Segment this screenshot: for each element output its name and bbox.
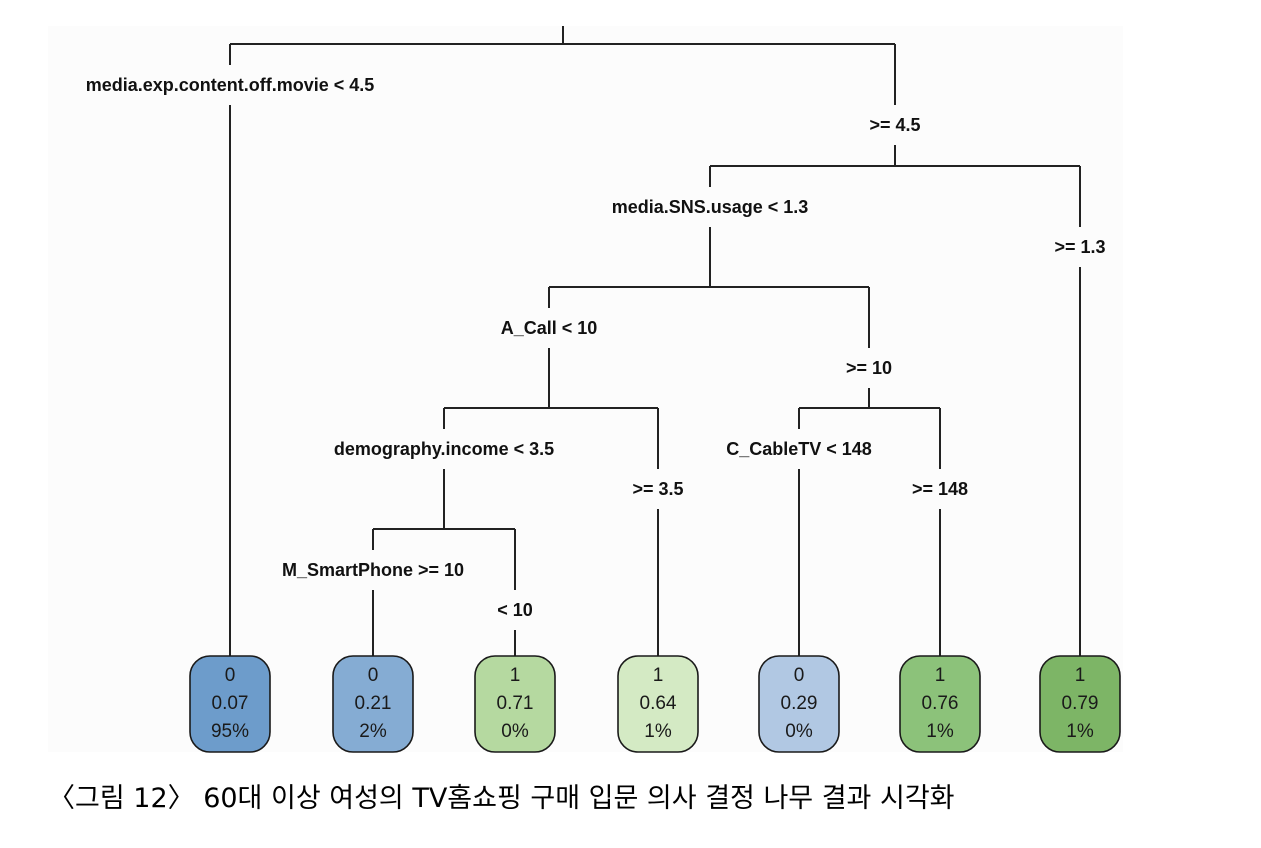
- leaf-percent: 95%: [211, 721, 249, 742]
- split-label-yes: M_SmartPhone >= 10: [282, 560, 464, 580]
- leaf-nodes: 0 0.07 95% 0 0.21 2% 1 0.71 0% 1 0.64 1% 0 0.29 0% 1 0.7…: [189, 655, 1121, 753]
- split-label-no: >= 1.3: [1054, 237, 1105, 257]
- leaf-class: 0: [368, 665, 379, 686]
- leaf-node: 1 0.76 1%: [899, 655, 981, 753]
- leaf-node: 0 0.21 2%: [332, 655, 414, 753]
- split-label-yes: media.SNS.usage < 1.3: [612, 197, 809, 217]
- leaf-box: [332, 655, 414, 753]
- tree-edges: [229, 26, 1081, 656]
- split-label-no: >= 4.5: [869, 115, 920, 135]
- leaf-box: [1039, 655, 1121, 753]
- leaf-probability: 0.21: [355, 693, 392, 714]
- split-label-no: < 10: [497, 600, 533, 620]
- split-label-yes: demography.income < 3.5: [334, 439, 554, 459]
- leaf-class: 1: [510, 665, 521, 686]
- split-label-no: >= 148: [912, 479, 968, 499]
- leaf-probability: 0.71: [497, 693, 534, 714]
- split-label-yes: C_CableTV < 148: [726, 439, 872, 459]
- split-label-no: >= 10: [846, 358, 892, 378]
- leaf-node: 1 0.71 0%: [474, 655, 556, 753]
- figure-caption: 〈그림 12〉 60대 이상 여성의 TV홈쇼핑 구매 입문 의사 결정 나무 …: [48, 783, 955, 814]
- leaf-box: [189, 655, 271, 753]
- leaf-class: 1: [653, 665, 664, 686]
- leaf-percent: 0%: [501, 721, 529, 742]
- leaf-percent: 2%: [359, 721, 387, 742]
- leaf-class: 0: [225, 665, 236, 686]
- leaf-box: [474, 655, 556, 753]
- split-label-no: >= 3.5: [632, 479, 683, 499]
- split-label-yes: A_Call < 10: [501, 318, 598, 338]
- leaf-class: 0: [794, 665, 805, 686]
- leaf-probability: 0.64: [640, 693, 677, 714]
- leaf-node: 0 0.07 95%: [189, 655, 271, 753]
- leaf-box: [617, 655, 699, 753]
- leaf-percent: 1%: [644, 721, 672, 742]
- plot-background: [48, 26, 1123, 752]
- leaf-box: [899, 655, 981, 753]
- leaf-percent: 1%: [926, 721, 954, 742]
- leaf-probability: 0.29: [781, 693, 818, 714]
- split-label-yes: media.exp.content.off.movie < 4.5: [86, 75, 375, 95]
- leaf-probability: 0.79: [1062, 693, 1099, 714]
- leaf-node: 1 0.79 1%: [1039, 655, 1121, 753]
- leaf-node: 0 0.29 0%: [758, 655, 840, 753]
- leaf-node: 1 0.64 1%: [617, 655, 699, 753]
- split-labels: media.exp.content.off.movie < 4.5 >= 4.5 m…: [86, 75, 1106, 620]
- leaf-probability: 0.76: [922, 693, 959, 714]
- leaf-class: 1: [1075, 665, 1086, 686]
- leaf-percent: 1%: [1066, 721, 1094, 742]
- leaf-box: [758, 655, 840, 753]
- leaf-class: 1: [935, 665, 946, 686]
- leaf-probability: 0.07: [212, 693, 249, 714]
- leaf-percent: 0%: [785, 721, 813, 742]
